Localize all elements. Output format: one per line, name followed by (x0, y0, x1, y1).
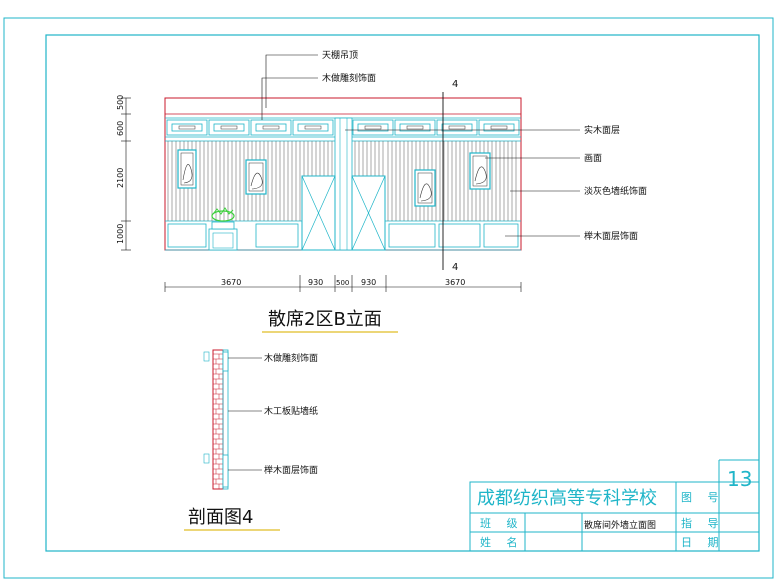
carved-frieze-panels (166, 119, 520, 136)
painting (177, 149, 197, 189)
center-column (334, 117, 353, 251)
inner-drawing-frame (45, 34, 760, 552)
callout-solid-wood: 实木面层 (584, 124, 620, 136)
carved-panel (208, 119, 250, 136)
left-door (301, 175, 336, 251)
section-callout-carved: 木做雕刻饰面 (264, 352, 318, 364)
section-drawing: 木做雕刻饰面 木工板贴墙纸 榉木面层饰面 剖面图4 (184, 349, 318, 531)
section-callout-beech: 榉木面层饰面 (264, 464, 318, 476)
wainscot-panel (167, 223, 207, 248)
carved-panel (250, 119, 292, 136)
section-callout-plywood: 木工板贴墙纸 (264, 405, 318, 417)
vertical-dimension-chain (121, 97, 131, 251)
wainscot-panel (255, 223, 299, 248)
painting (414, 169, 436, 207)
dim-h-3670-right: 3670 (445, 278, 465, 287)
wainscot-panel (483, 223, 519, 248)
callout-carved-panel: 木做雕刻饰面 (322, 72, 376, 84)
carved-panel (478, 119, 520, 136)
dim-h-930-left: 930 (308, 278, 323, 287)
carved-panel (292, 119, 334, 136)
dim-v-1000: 1000 (116, 224, 125, 244)
title-block (469, 459, 760, 552)
wall-paintings (177, 149, 491, 207)
section-marker-top: 4 (452, 79, 458, 90)
elevation-title: 散席2区B立面 (268, 309, 382, 330)
carved-panel (436, 119, 478, 136)
dim-v-500: 500 (116, 95, 125, 110)
dim-h-930-right: 930 (361, 278, 376, 287)
callout-painting: 画面 (584, 153, 602, 164)
wainscot-panels (167, 223, 519, 248)
name-label: 姓 名 (480, 535, 524, 549)
horizontal-dimension-chain (164, 275, 522, 292)
elevation-drawing: 4 4 天棚吊顶 木做雕刻饰面 实木面层 画面 淡灰色墙纸饰面 榉木面层饰面 5… (116, 49, 647, 333)
section-title: 剖面图4 (188, 507, 253, 528)
section-marker-bottom: 4 (452, 262, 458, 273)
school-name: 成都纺织高等专科学校 (477, 488, 657, 509)
dim-h-3670-left: 3670 (221, 278, 241, 287)
plant-pedestal (208, 207, 238, 251)
callout-wallpaper: 淡灰色墙纸饰面 (584, 185, 647, 197)
dim-v-600: 600 (116, 121, 125, 136)
outer-sheet-border (3, 17, 774, 579)
painting (469, 152, 491, 190)
instructor-label: 指 导 (681, 516, 725, 530)
painting (245, 159, 267, 195)
right-door (351, 175, 386, 251)
class-label: 班 级 (480, 517, 524, 530)
section-wall-hatch (212, 349, 224, 490)
drawing-no-label: 图 号 (681, 491, 725, 504)
page-number: 13 (727, 467, 752, 491)
carved-panel (394, 119, 436, 136)
carved-panel (166, 119, 208, 136)
dim-v-2100: 2100 (116, 168, 125, 188)
carved-panel (352, 119, 394, 136)
callout-beech-wood: 榉木面层饰面 (584, 230, 638, 242)
wainscot-panel (388, 223, 436, 248)
wainscot-panel (438, 223, 481, 248)
callout-ceiling: 天棚吊顶 (322, 49, 358, 61)
date-label: 日 期 (681, 536, 725, 549)
callout-leaders (261, 54, 580, 237)
drawing-name: 散席间外墙立面图 (584, 519, 656, 531)
dim-h-500: 500 (336, 279, 349, 287)
